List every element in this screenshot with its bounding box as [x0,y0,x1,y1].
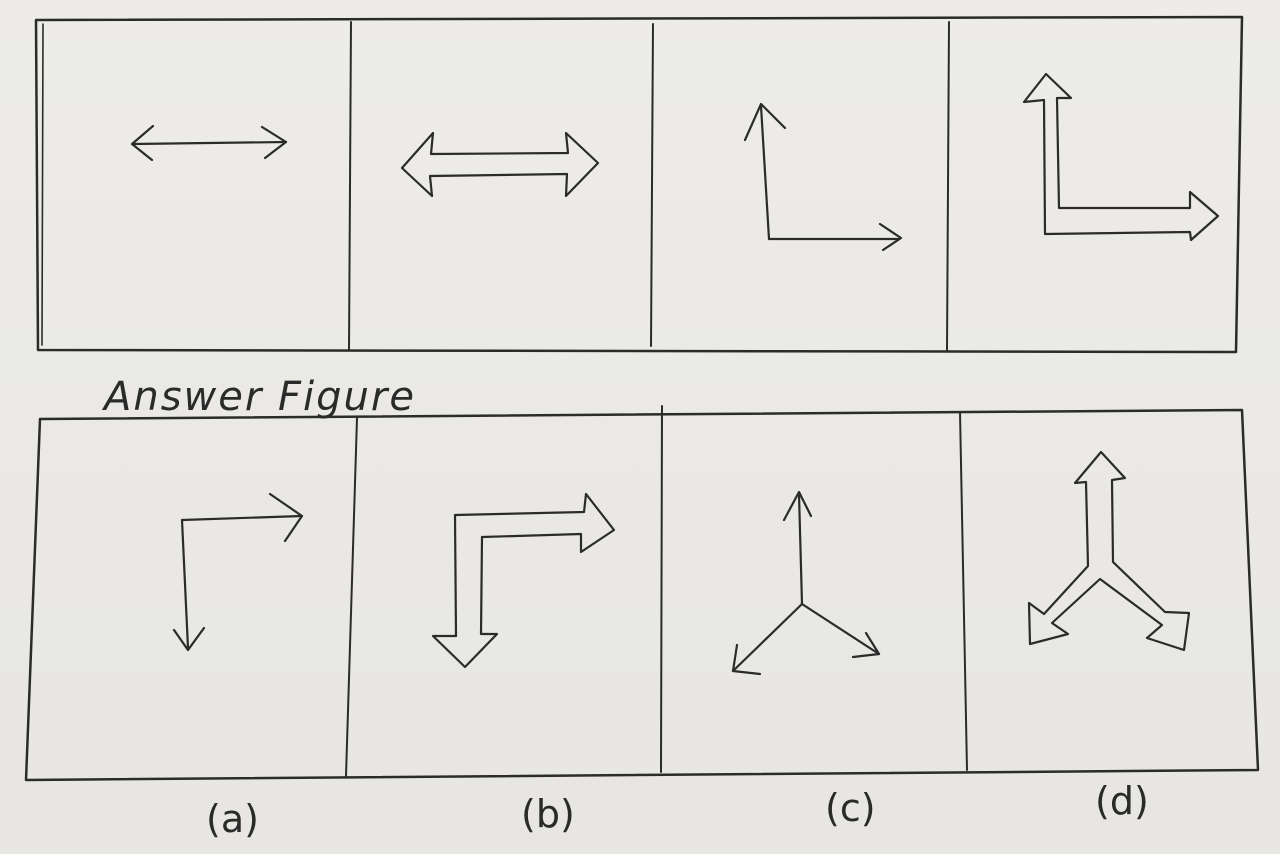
problem-figures-row [34,15,1244,354]
answer-a-l-arrow-icon [172,492,304,652]
answer-d-three-way-hollow-arrow-icon [1027,450,1191,652]
answer-c-three-way-arrow-icon [731,490,881,676]
problem-divider-3 [946,21,950,351]
option-label-b: (b) [521,792,575,836]
answer-divider-2 [660,405,663,773]
problem-row-inner-left-edge [41,23,44,346]
problem-divider-1 [348,21,352,351]
option-label-d: (d) [1095,779,1149,823]
problem-divider-2 [650,23,654,347]
problem-figure-4-hollow-l-arrow-icon [1022,72,1220,242]
problem-figure-1-double-arrow-icon [130,124,288,162]
answer-row-border [24,408,1260,782]
answer-divider-1 [345,417,358,777]
answer-b-hollow-l-arrow-icon [431,492,616,669]
option-label-a: (a) [206,797,259,841]
problem-row-border [34,15,1244,354]
answer-divider-3 [959,411,968,771]
answer-figure-heading: Answer Figure [101,374,416,420]
option-label-c: (c) [825,786,876,830]
problem-figure-2-hollow-double-arrow-icon [400,131,600,198]
problem-figure-3-l-arrow-icon [743,102,903,252]
answer-figures-row [24,405,1260,782]
